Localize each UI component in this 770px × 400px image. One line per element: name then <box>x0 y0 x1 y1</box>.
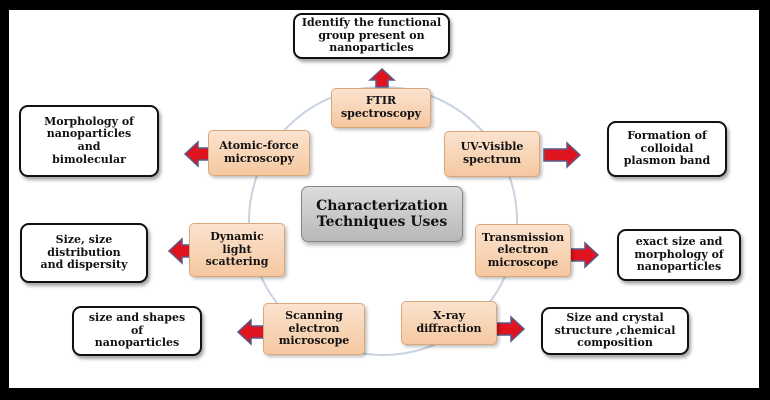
technique-sem: Scanning electron microscope <box>263 303 365 355</box>
center-node: Characterization Techniques Uses <box>301 186 463 242</box>
use-label: Formation of colloidal plasmon band <box>623 129 711 168</box>
use-label: Identify the functional group present on… <box>301 16 442 55</box>
technique-label: Dynamic light scattering <box>205 230 269 269</box>
use-sem: size and shapes of nanoparticles <box>72 306 202 356</box>
technique-label: Scanning electron microscope <box>278 309 350 348</box>
center-label: Characterization Techniques Uses <box>316 197 448 230</box>
technique-ftir: FTIR spectroscopy <box>331 88 431 128</box>
arrow-ftir <box>368 67 396 88</box>
use-label: Size and crystal structure ,chemical com… <box>554 311 676 350</box>
technique-dls: Dynamic light scattering <box>189 223 285 277</box>
technique-uv-visible: UV-Visible spectrum <box>444 131 540 177</box>
use-uv-visible: Formation of colloidal plasmon band <box>607 121 727 177</box>
technique-label: Transmission electron microscope <box>481 230 565 269</box>
diagram-canvas: Characterization Techniques Uses FTIR sp… <box>9 10 759 388</box>
arrow-xrd <box>493 315 526 343</box>
use-label: Size, size distribution and dispersity <box>40 233 128 272</box>
use-ftir: Identify the functional group present on… <box>293 13 450 59</box>
use-label: exact size and morphology of nanoparticl… <box>634 235 724 274</box>
technique-xrd: X-ray diffraction <box>401 301 497 345</box>
use-afm: Morphology of nanoparticles and bimolecu… <box>19 105 159 177</box>
use-dls: Size, size distribution and dispersity <box>20 223 148 283</box>
use-tem: exact size and morphology of nanoparticl… <box>617 229 741 281</box>
technique-label: X-ray diffraction <box>416 309 482 335</box>
technique-tem: Transmission electron microscope <box>475 224 571 277</box>
technique-label: Atomic-force microscopy <box>219 139 299 165</box>
arrow-uv-visible <box>543 141 582 169</box>
use-label: size and shapes of nanoparticles <box>88 311 186 350</box>
technique-label: UV-Visible spectrum <box>460 140 524 166</box>
technique-label: FTIR spectroscopy <box>340 94 422 120</box>
technique-afm: Atomic-force microscopy <box>208 130 310 176</box>
use-label: Morphology of nanoparticles and bimolecu… <box>44 114 134 166</box>
use-xrd: Size and crystal structure ,chemical com… <box>541 307 689 355</box>
